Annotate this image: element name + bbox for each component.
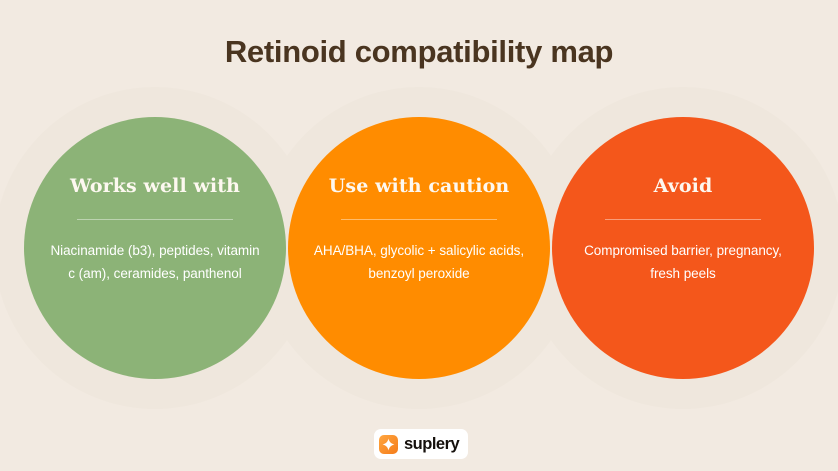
page-title: Retinoid compatibility map <box>224 34 614 69</box>
category-heading-avoid: Avoid <box>653 175 713 197</box>
suplery-star-icon <box>379 434 398 454</box>
category-divider-avoid <box>605 218 761 220</box>
category-body-works-well-with: Niacinamide (b3), peptides, vitamin c (a… <box>50 242 260 282</box>
category-divider-works-well-with <box>77 218 233 220</box>
category-circle-avoid: Avoid Compromised barrier, pregnancy, fr… <box>552 117 814 379</box>
brand-name: suplery <box>404 434 460 453</box>
category-body-avoid: Compromised barrier, pregnancy, fresh pe… <box>584 242 782 282</box>
category-circle-use-with-caution: Use with caution AHA/BHA, glycolic + sal… <box>288 117 550 379</box>
category-divider-use-with-caution <box>341 218 497 220</box>
category-heading-works-well-with: Works well with <box>69 175 241 197</box>
brand-logo: suplery <box>374 429 469 459</box>
category-heading-use-with-caution: Use with caution <box>328 175 510 197</box>
category-circle-works-well-with: Works well with Niacinamide (b3), peptid… <box>24 117 286 379</box>
category-body-use-with-caution: AHA/BHA, glycolic + salicylic acids, ben… <box>313 242 525 282</box>
